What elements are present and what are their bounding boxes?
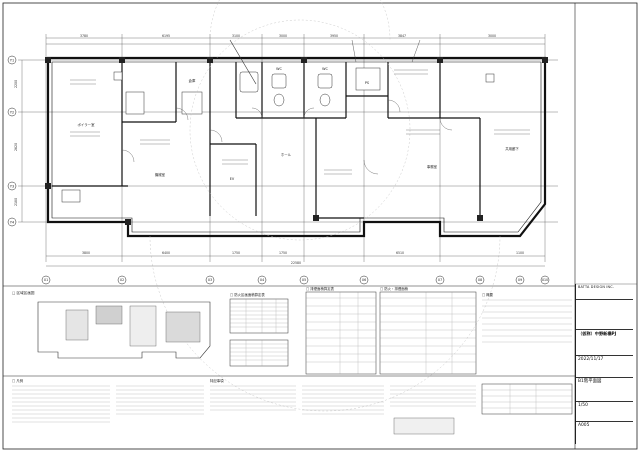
room-label-boiler: ボイラー室 [78,122,96,127]
svg-text:□ 防火区画面積算定表: □ 防火区画面積算定表 [230,292,265,297]
grid-col-x6: X6 [362,278,366,282]
grid-column-markers: X1 X2 X3 X4 X5 X6 X7 X8 X9 X10 [41,275,550,285]
dim-bottom-1: 3800 [82,251,90,255]
room-label-storage: 倉庫 [189,78,196,83]
dim-bottom-4: 1750 [279,251,287,255]
grid-col-x7: X7 [438,278,442,282]
bottom-dimensions [46,255,545,267]
grid-col-x3: X3 [208,278,212,282]
grid-row-y4: Y4 [10,220,14,224]
table-fire-smoke: □ 防火・排煙面積 [379,286,477,375]
table-fire-area: □ 防火区画面積算定表 [229,292,289,367]
annotation-leaders [70,69,530,175]
grid-col-x1: X1 [44,278,48,282]
reference-arcs [149,0,501,412]
dim-bottom-6: 1100 [516,251,524,255]
room-label-ev: EV [230,177,235,181]
dim-top-4: 3000 [279,34,287,38]
drawing-scale: 1/50 [576,402,633,422]
door-swings [121,99,453,175]
grid-row-y1: Y1 [10,58,14,62]
svg-text:特記事項: 特記事項 [210,378,224,383]
svg-text:□ 凡例: □ 凡例 [12,378,24,383]
grid-row-y3: Y3 [10,184,14,188]
grid-col-x10: X10 [542,278,548,282]
grid-col-x5: X5 [302,278,306,282]
svg-text:□ 概要: □ 概要 [482,292,494,297]
dim-top-6: 3847 [398,34,406,38]
project-name: （仮称）中野新橋PJ [576,330,633,356]
dim-top-3: 3100 [232,34,240,38]
top-dimensions [45,34,546,262]
legend-block: □ 凡例 [12,378,204,423]
grid-col-x4: X4 [260,278,264,282]
key-plan-title: □ 区域区画図 [12,290,35,295]
left-dimensions [18,59,558,223]
firm-details [576,300,633,330]
grid-col-x8: X8 [478,278,482,282]
dim-left-1: 2200 [14,80,18,88]
exterior-walls [46,56,547,238]
room-labels: ボイラー室 機械室 倉庫 WC WC 事務室 ホール EV PS 共用廊下 [78,67,520,181]
room-label-office: 事務室 [427,164,438,169]
dim-bottom-total: 22580 [291,261,301,265]
room-label-ps: PS [365,81,369,85]
dim-bottom-5: 6510 [396,251,404,255]
svg-text:□ 防火・排煙面積: □ 防火・排煙面積 [380,286,409,291]
table-smoke: □ 排煙面積算定表 [305,286,377,375]
dim-top-7: 3000 [488,34,496,38]
sheet-number: A005 [578,423,590,428]
table-overview: □ 概要 [481,292,573,415]
dim-top-2: 6195 [162,34,170,38]
dim-bottom-2: 6400 [162,251,170,255]
title-block: BATTA DESIGN INC. （仮称）中野新橋PJ 2022/11/17 … [575,284,633,444]
top-dimension-labels: 3780 6195 3100 3000 3950 3847 3000 [80,34,496,38]
sanitary-fixtures [61,67,495,203]
dim-bottom-3: 1750 [232,251,240,255]
grid-col-x2: X2 [120,278,124,282]
room-label-corridor: 共用廊下 [505,146,519,151]
room-label-wc-2: WC [322,67,328,71]
bottom-dimension-labels: 3800 6400 1750 1750 6510 1100 22580 [82,251,524,265]
grid-row-y2: Y2 [10,110,14,114]
dim-left-3: 2180 [14,198,18,206]
dim-left-2: 2620 [14,143,18,151]
room-label-machine: 機械室 [155,172,166,177]
dim-top-5: 3950 [330,34,338,38]
section-pointer [229,39,257,85]
dim-top-1: 3780 [80,34,88,38]
interior-walls [52,62,481,219]
svg-text:□ 排煙面積算定表: □ 排煙面積算定表 [306,286,335,291]
grid-row-markers: Y1 Y2 Y3 Y4 [7,55,17,227]
notes-block: 特記事項 [210,378,476,435]
drawing-title: B1階平面図 [576,378,633,402]
columns [45,57,548,225]
left-dimension-labels: 2200 2620 2180 [14,80,18,206]
key-plan: □ 区域区画図 [12,290,211,359]
room-label-wc-1: WC [276,67,282,71]
firm-name: BATTA DESIGN INC. [576,284,633,300]
grid-col-x9: X9 [518,278,522,282]
drawing-date: 2022/11/17 [576,356,633,378]
room-label-hall: ホール [281,152,292,157]
